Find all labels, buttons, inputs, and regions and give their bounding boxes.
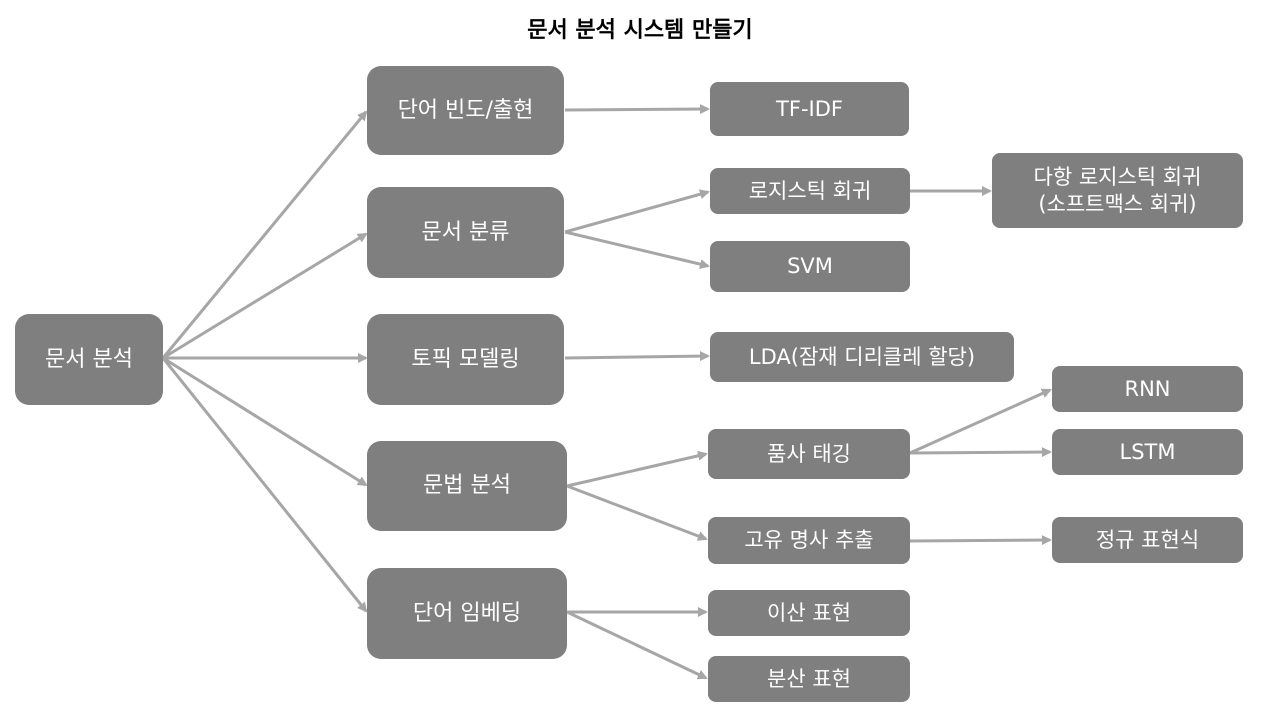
- diagram-title: 문서 분석 시스템 만들기: [527, 18, 753, 43]
- arrow-grammar-ner: [566, 484, 708, 541]
- node-discrete-representation: 이산 표현: [708, 590, 910, 636]
- node-word-frequency: 단어 빈도/출현: [367, 66, 564, 155]
- arrow-ner-regex: [909, 535, 1052, 546]
- node-tf-idf: TF-IDF: [710, 82, 909, 136]
- node-rnn: RNN: [1052, 366, 1243, 412]
- arrow-word-freq-tfidf: [564, 104, 710, 115]
- node-distributed-representation: 분산 표현: [708, 656, 910, 702]
- node-logistic-regression: 로지스틱 회귀: [710, 168, 910, 214]
- arrow-pos-lstm: [909, 447, 1052, 458]
- arrow-doc-class-svm: [564, 230, 710, 270]
- node-document-analysis: 문서 분석: [15, 314, 163, 405]
- node-lda: LDA(잠재 디리클레 할당): [710, 332, 1014, 382]
- node-grammar-analysis: 문법 분석: [367, 441, 567, 531]
- arrow-root-word-freq: [161, 110, 368, 359]
- arrow-root-grammar: [162, 356, 368, 487]
- node-multinomial-logistic-regression: 다항 로지스틱 회귀 (소프트맥스 회귀): [992, 153, 1243, 228]
- node-pos-tagging: 품사 태깅: [708, 429, 910, 479]
- arrow-root-embedding: [161, 357, 368, 613]
- node-word-embedding: 단어 임베딩: [367, 568, 567, 659]
- arrow-topic-lda: [564, 351, 710, 362]
- node-topic-modeling: 토픽 모델링: [367, 314, 564, 405]
- node-document-classification: 문서 분류: [367, 187, 564, 278]
- node-lstm: LSTM: [1052, 429, 1243, 475]
- node-svm: SVM: [710, 241, 910, 292]
- arrow-root-doc-class: [162, 232, 368, 360]
- arrow-pos-rnn: [909, 388, 1052, 455]
- node-named-entity-extraction: 고유 명사 추출: [708, 517, 910, 564]
- arrow-grammar-pos: [566, 450, 708, 488]
- node-regular-expression: 정규 표현식: [1052, 517, 1243, 563]
- arrow-embedding-distributed: [566, 610, 708, 680]
- arrow-doc-class-logistic: [564, 189, 710, 234]
